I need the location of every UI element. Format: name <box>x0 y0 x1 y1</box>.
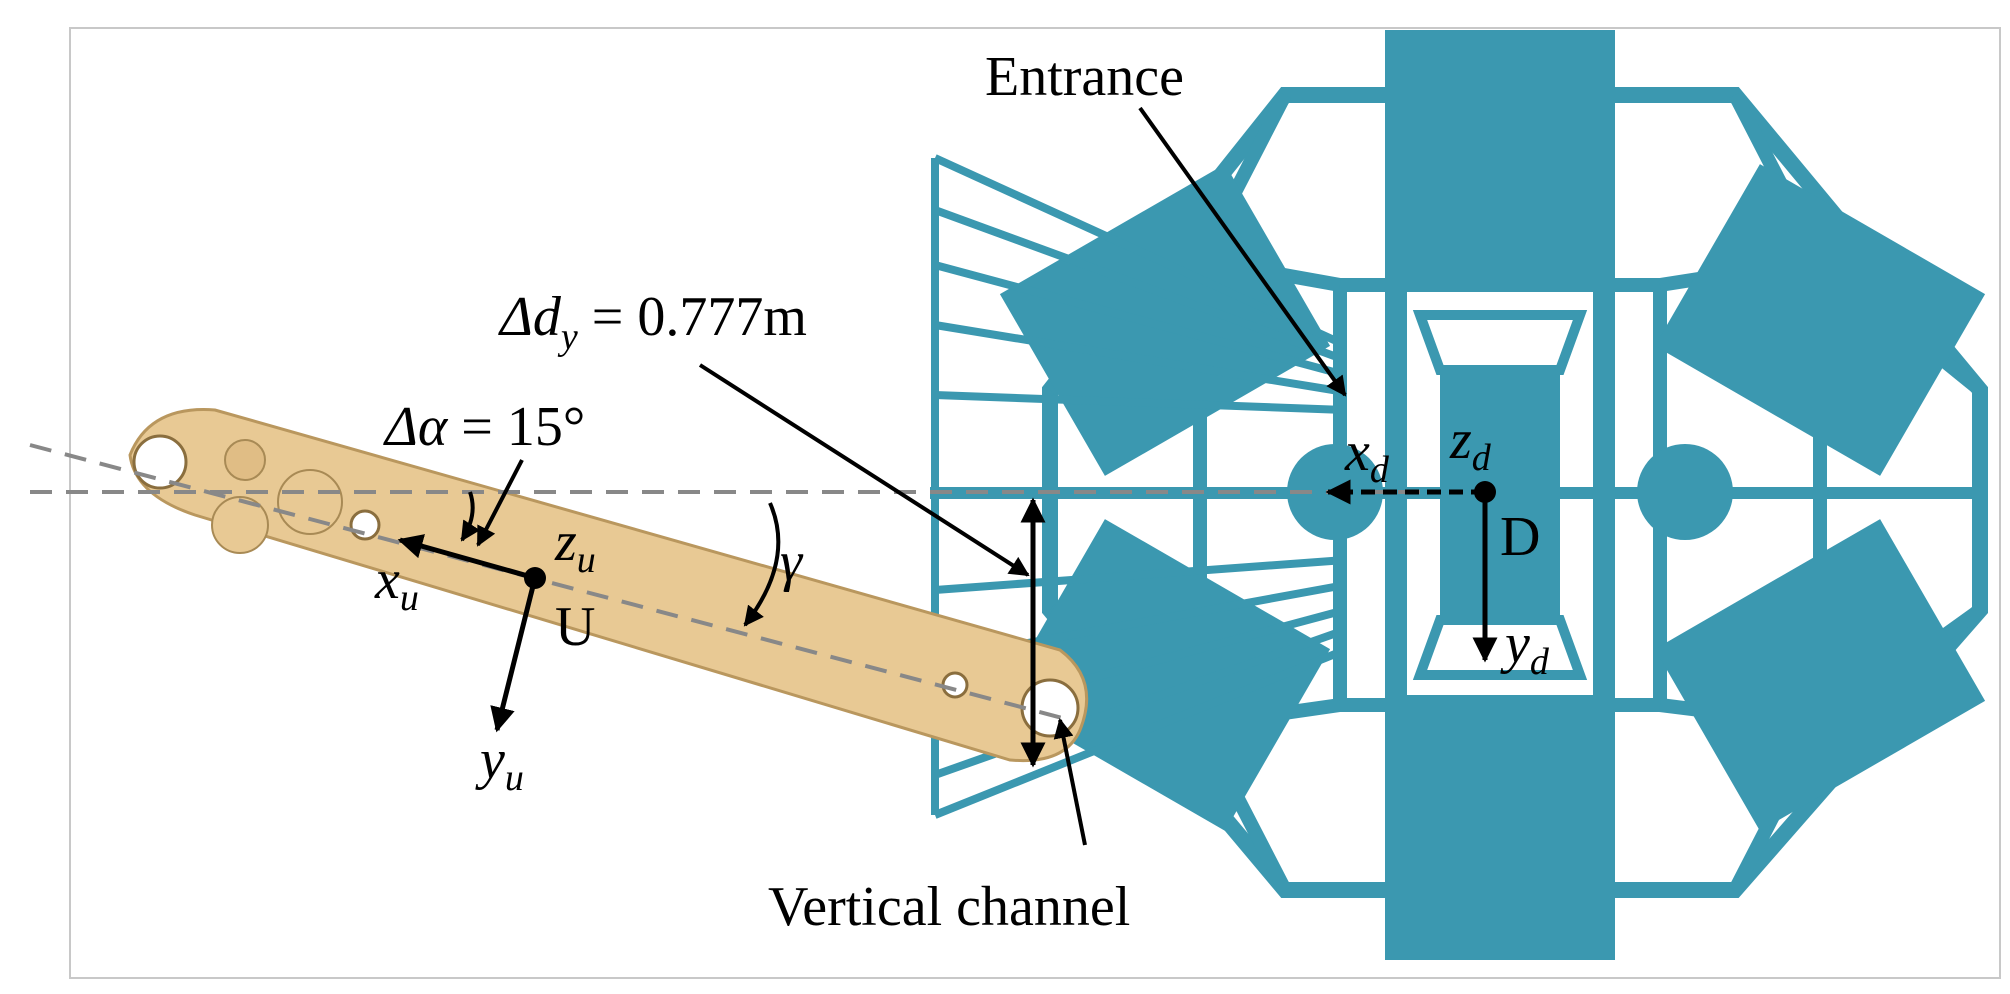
gamma-label: γ <box>780 531 804 593</box>
vertical-channel-leader <box>1053 718 1087 846</box>
x-u-label: xu <box>374 549 419 619</box>
docking-station <box>930 30 1988 960</box>
delta-alpha-value: = 15° <box>447 396 585 458</box>
axis-x-u <box>397 534 536 581</box>
central-beam-bottom <box>1385 695 1615 960</box>
arm-hole-large <box>1020 678 1080 738</box>
delta-dy-subscript: y <box>557 316 578 358</box>
delta-alpha-arc <box>460 491 481 542</box>
central-beam-top <box>1385 30 1615 290</box>
arm-knob-3 <box>277 469 343 535</box>
entrance-label: Entrance <box>985 46 1184 108</box>
z-d-label: zd <box>1449 409 1492 479</box>
arm-body <box>128 408 1089 763</box>
arm-hole-small <box>349 509 381 541</box>
y-u-label: yu <box>475 729 524 799</box>
panel-lower-right <box>1654 519 1986 831</box>
delta-dy-symbol: Δd <box>498 286 562 348</box>
arm-knob-2 <box>211 496 269 554</box>
delta-alpha-label: Δα = 15° <box>383 396 585 458</box>
delta-dy-label: Δdy = 0.777m <box>498 286 807 358</box>
panel-upper-right <box>1654 164 1986 476</box>
point-d-label: D <box>1500 506 1540 568</box>
receptacle-top <box>1412 310 1588 375</box>
y-d-label: yd <box>1500 613 1550 683</box>
delta-alpha-leader <box>476 459 524 547</box>
z-u-label: zu <box>554 511 596 581</box>
delta-dy-leader <box>698 363 1030 577</box>
gamma-arc <box>743 502 781 627</box>
delta-dy-value: = 0.777m <box>578 286 807 348</box>
vertical-channel-label: Vertical channel <box>768 876 1130 938</box>
x-d-label: xd <box>1344 421 1390 491</box>
arm-hole-end <box>132 434 188 490</box>
axis-y-u <box>490 577 538 733</box>
arm-knob-1 <box>224 439 266 481</box>
arm <box>128 408 1089 763</box>
figure-border <box>69 27 2001 979</box>
receptacle-bottom <box>1412 615 1588 680</box>
entrance-leader <box>1138 106 1347 397</box>
panel-lower-left <box>999 519 1331 831</box>
point-u-label: U <box>555 596 595 658</box>
delta-alpha-symbol: Δα <box>383 396 449 458</box>
boss-right <box>1637 444 1733 540</box>
arm-hole-tip <box>941 671 969 699</box>
